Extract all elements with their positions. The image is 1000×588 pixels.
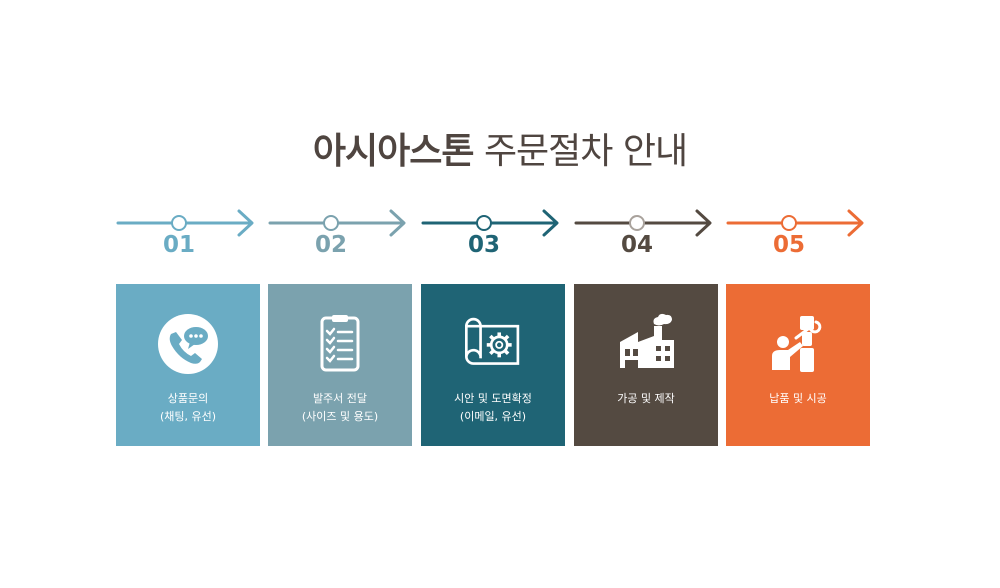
step-3-number: 03: [467, 232, 500, 258]
blueprint-gear-icon: [461, 312, 525, 376]
step-5-label: 납품 및 시공: [769, 390, 827, 408]
step-4-label-line1: 가공 및 제작: [617, 392, 675, 405]
step-3-label: 시안 및 도면확정 (이메일, 유선): [454, 390, 532, 426]
worker-install-icon: [766, 312, 830, 376]
step-4-arrow: [574, 209, 712, 237]
step-1-marker: [171, 215, 187, 231]
step-2-arrow: [268, 209, 406, 237]
step-5-card: 납품 및 시공: [726, 284, 870, 446]
clipboard-checklist-icon: [308, 312, 372, 376]
step-2-label: 발주서 전달 (사이즈 및 용도): [302, 390, 378, 426]
step-2-label-line2: (사이즈 및 용도): [301, 410, 379, 423]
step-1-arrow: [116, 209, 254, 237]
step-4-card: 가공 및 제작: [574, 284, 718, 446]
step-2-marker: [323, 215, 339, 231]
step-3-marker: [476, 215, 492, 231]
step-5-marker: [781, 215, 797, 231]
step-5-label-line1: 납품 및 시공: [769, 392, 827, 405]
step-2-label-line1: 발주서 전달: [312, 392, 368, 405]
step-2-number: 02: [314, 232, 347, 258]
step-3-label-line2: (이메일, 유선): [459, 410, 527, 423]
step-5-number: 05: [772, 232, 805, 258]
step-4-number: 04: [620, 232, 653, 258]
factory-icon: [614, 312, 678, 376]
step-1-label-line1: 상품문의: [167, 392, 209, 405]
step-1-number: 01: [162, 232, 195, 258]
step-3-label-line1: 시안 및 도면확정: [454, 392, 532, 405]
step-2-card: 발주서 전달 (사이즈 및 용도): [268, 284, 412, 446]
phone-chat-icon: [156, 312, 220, 376]
step-1-label-line2: (채팅, 유선): [159, 410, 217, 423]
title-brand: 아시아스톤: [312, 131, 475, 172]
step-3-arrow: [421, 209, 559, 237]
step-5-arrow: [726, 209, 864, 237]
step-4-marker: [629, 215, 645, 231]
title-rest: 주문절차 안내: [483, 131, 688, 172]
step-3-card: 시안 및 도면확정 (이메일, 유선): [421, 284, 565, 446]
page-title: 아시아스톤 주문절차 안내: [0, 122, 1000, 174]
step-1-card: 상품문의 (채팅, 유선): [116, 284, 260, 446]
step-1-label: 상품문의 (채팅, 유선): [160, 390, 216, 426]
step-4-label: 가공 및 제작: [617, 390, 675, 408]
